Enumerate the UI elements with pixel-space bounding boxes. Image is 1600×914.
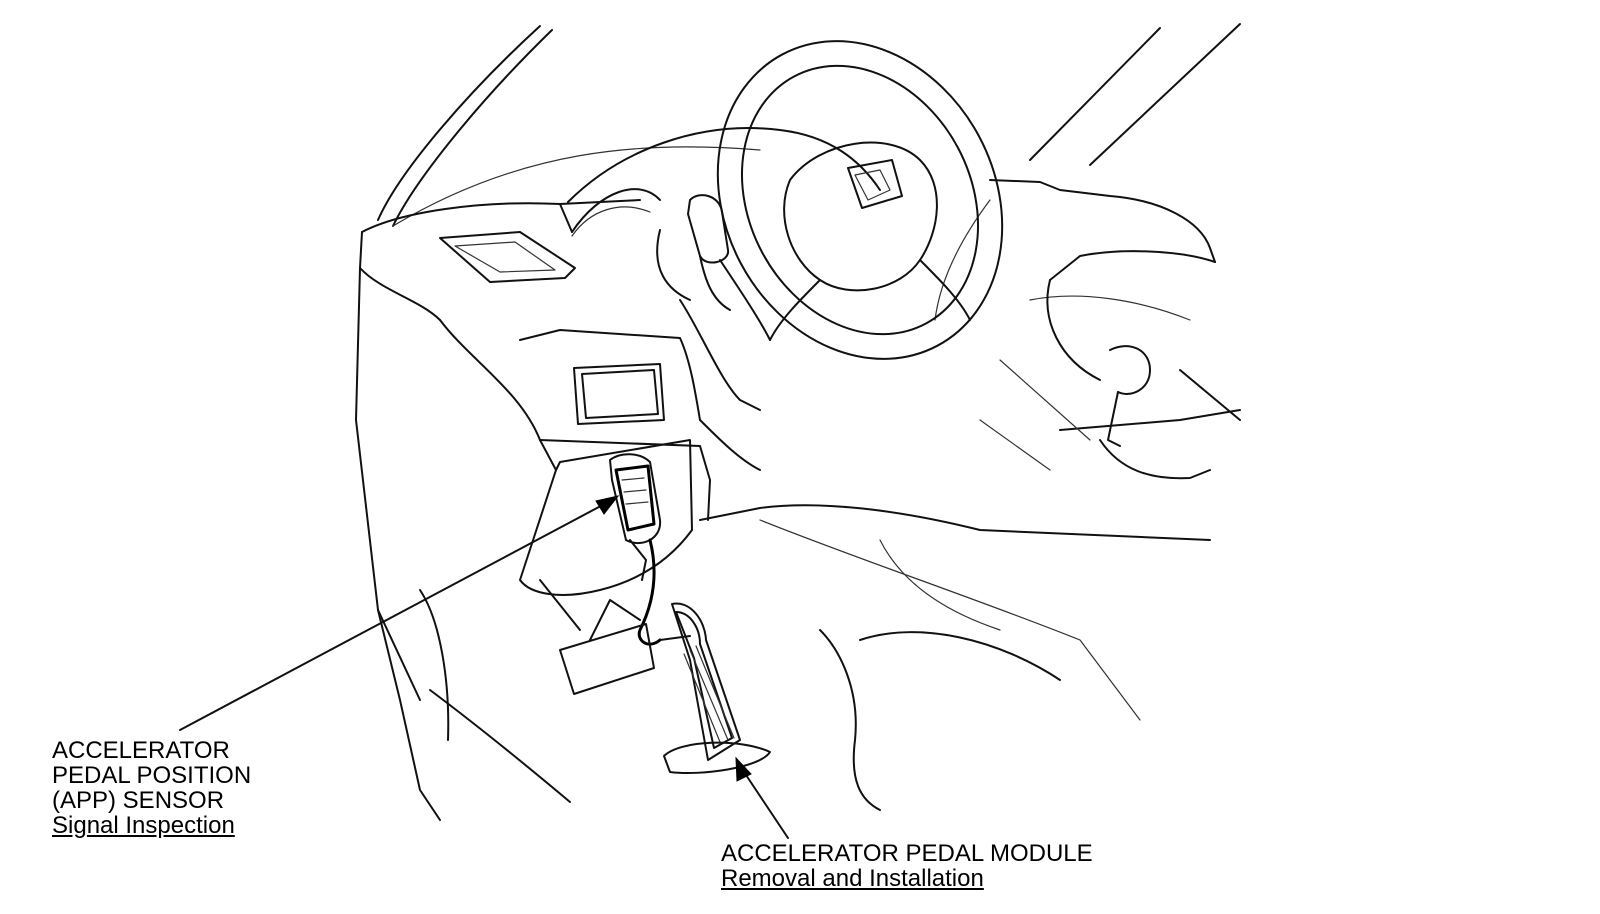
lower-dash-panel: [519, 329, 761, 521]
app-sensor-callout: ACCELERATOR PEDAL POSITION (APP) SENSOR …: [52, 738, 251, 838]
steering-wheel: [716, 40, 1004, 360]
windshield-frame: [377, 23, 1241, 227]
center-console: [979, 345, 1241, 480]
floor-and-seat: [377, 504, 1211, 811]
accelerator-pedal: [637, 538, 771, 775]
signal-inspection-link[interactable]: Signal Inspection: [52, 812, 235, 839]
brake-pedal: [539, 579, 655, 695]
removal-installation-link[interactable]: Removal and Installation: [721, 865, 984, 892]
app-sensor-leader: [179, 499, 613, 731]
app-sensor-label-line1: ACCELERATOR: [52, 737, 230, 764]
app-sensor-arrowhead: [595, 495, 620, 515]
dashboard: [355, 127, 1216, 821]
pedal-module-arrowhead: [735, 756, 752, 782]
pedal-module-leader: [739, 765, 789, 839]
app-sensor-label-line3: (APP) SENSOR: [52, 787, 225, 814]
steering-column: [656, 194, 771, 411]
app-sensor-label-line2: PEDAL POSITION: [52, 762, 252, 789]
pedal-box-cutaway: [519, 439, 693, 596]
pedal-module-label: ACCELERATOR PEDAL MODULE: [721, 840, 1093, 867]
leader-lines: [179, 495, 789, 839]
pedal-module-callout: ACCELERATOR PEDAL MODULE Removal and Ins…: [721, 841, 1093, 891]
